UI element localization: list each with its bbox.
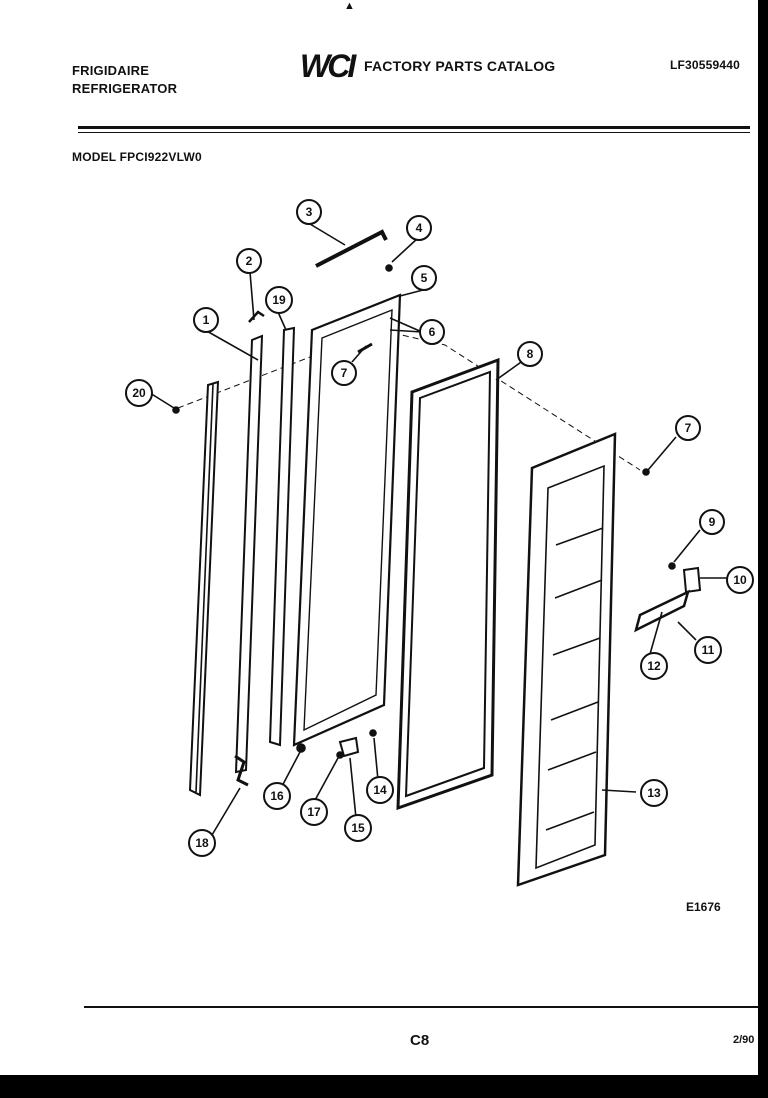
callout-14: 14 bbox=[366, 776, 394, 804]
svg-text:13: 13 bbox=[647, 786, 661, 800]
callout-7-lower: 7 bbox=[675, 415, 701, 441]
brand-name: FRIGIDAIRE bbox=[72, 63, 150, 78]
part-4-screw bbox=[385, 264, 393, 272]
part-7-screw bbox=[642, 468, 650, 476]
callout-7-upper: 7 bbox=[331, 360, 357, 386]
callout-5: 5 bbox=[411, 265, 437, 291]
svg-text:16: 16 bbox=[270, 789, 284, 803]
svg-text:3: 3 bbox=[306, 205, 313, 219]
callout-18: 18 bbox=[188, 829, 216, 857]
header-rule-thin bbox=[78, 132, 750, 133]
part-13-door-panel bbox=[516, 432, 617, 887]
part-1-strip bbox=[188, 380, 220, 797]
callout-1: 1 bbox=[193, 307, 219, 333]
svg-text:9: 9 bbox=[709, 515, 716, 529]
part-10-bracket bbox=[682, 566, 702, 594]
brand-block: FRIGIDAIRE REFRIGERATOR bbox=[72, 62, 177, 98]
svg-text:1: 1 bbox=[203, 313, 210, 327]
callout-11: 11 bbox=[694, 636, 722, 664]
page-date: 2/90 bbox=[733, 1034, 755, 1046]
catalog-title: FACTORY PARTS CATALOG bbox=[364, 58, 556, 74]
part-18-hinge-pin bbox=[234, 754, 249, 787]
callout-19: 19 bbox=[265, 286, 293, 314]
part-2-strip bbox=[234, 310, 265, 774]
part-5-liner-frame bbox=[292, 293, 402, 747]
figure-code: E1676 bbox=[686, 900, 721, 914]
callout-3: 3 bbox=[296, 199, 322, 225]
part-12-handle bbox=[634, 589, 690, 633]
callout-10: 10 bbox=[726, 566, 754, 594]
svg-text:6: 6 bbox=[429, 325, 436, 339]
callout-4: 4 bbox=[406, 215, 432, 241]
svg-text:2: 2 bbox=[246, 254, 253, 268]
callout-16: 16 bbox=[263, 782, 291, 810]
exploded-parts-diagram: 1 2 3 4 5 6 7 8 9 10 11 12 13 14 15 16 1… bbox=[125, 199, 754, 887]
svg-text:8: 8 bbox=[527, 347, 534, 361]
product-type: REFRIGERATOR bbox=[72, 81, 178, 96]
part-19-breaker-strip bbox=[268, 326, 296, 747]
callout-6: 6 bbox=[419, 319, 445, 345]
svg-text:7: 7 bbox=[341, 366, 348, 380]
part-16-cap bbox=[296, 743, 306, 753]
header-rule-thick bbox=[78, 126, 750, 129]
callout-12: 12 bbox=[640, 652, 668, 680]
page-code: C8 bbox=[410, 1032, 430, 1049]
svg-text:14: 14 bbox=[373, 783, 387, 797]
part-3-rod bbox=[315, 229, 388, 268]
part-20-screw bbox=[172, 406, 180, 414]
callout-17: 17 bbox=[300, 798, 328, 826]
svg-text:19: 19 bbox=[272, 293, 286, 307]
part-15-hinge bbox=[338, 736, 360, 758]
svg-text:12: 12 bbox=[647, 659, 661, 673]
part-14-screw bbox=[369, 729, 377, 737]
svg-text:10: 10 bbox=[733, 573, 747, 587]
callout-2: 2 bbox=[236, 248, 262, 274]
svg-text:20: 20 bbox=[132, 386, 146, 400]
svg-text:5: 5 bbox=[421, 271, 428, 285]
callout-13: 13 bbox=[640, 779, 668, 807]
part-8-gasket bbox=[396, 357, 500, 811]
catalog-page: ▲ FRIGIDAIRE REFRIGERATOR WCI FACTORY PA… bbox=[0, 0, 758, 1075]
callout-20: 20 bbox=[125, 379, 153, 407]
callout-15: 15 bbox=[344, 814, 372, 842]
model-number: MODEL FPCI922VLW0 bbox=[72, 150, 202, 164]
part-9-screw bbox=[668, 562, 676, 570]
callout-9: 9 bbox=[699, 509, 725, 535]
scan-mark: ▲ bbox=[344, 0, 355, 12]
callout-8: 8 bbox=[517, 341, 543, 367]
svg-text:7: 7 bbox=[685, 421, 692, 435]
catalog-number: LF30559440 bbox=[670, 58, 741, 72]
footer-rule bbox=[84, 1006, 758, 1008]
svg-text:4: 4 bbox=[416, 221, 423, 235]
svg-text:15: 15 bbox=[351, 821, 365, 835]
wci-logo: WCI bbox=[300, 48, 356, 84]
svg-text:17: 17 bbox=[307, 805, 321, 819]
svg-text:11: 11 bbox=[702, 643, 715, 657]
svg-text:18: 18 bbox=[195, 836, 209, 850]
